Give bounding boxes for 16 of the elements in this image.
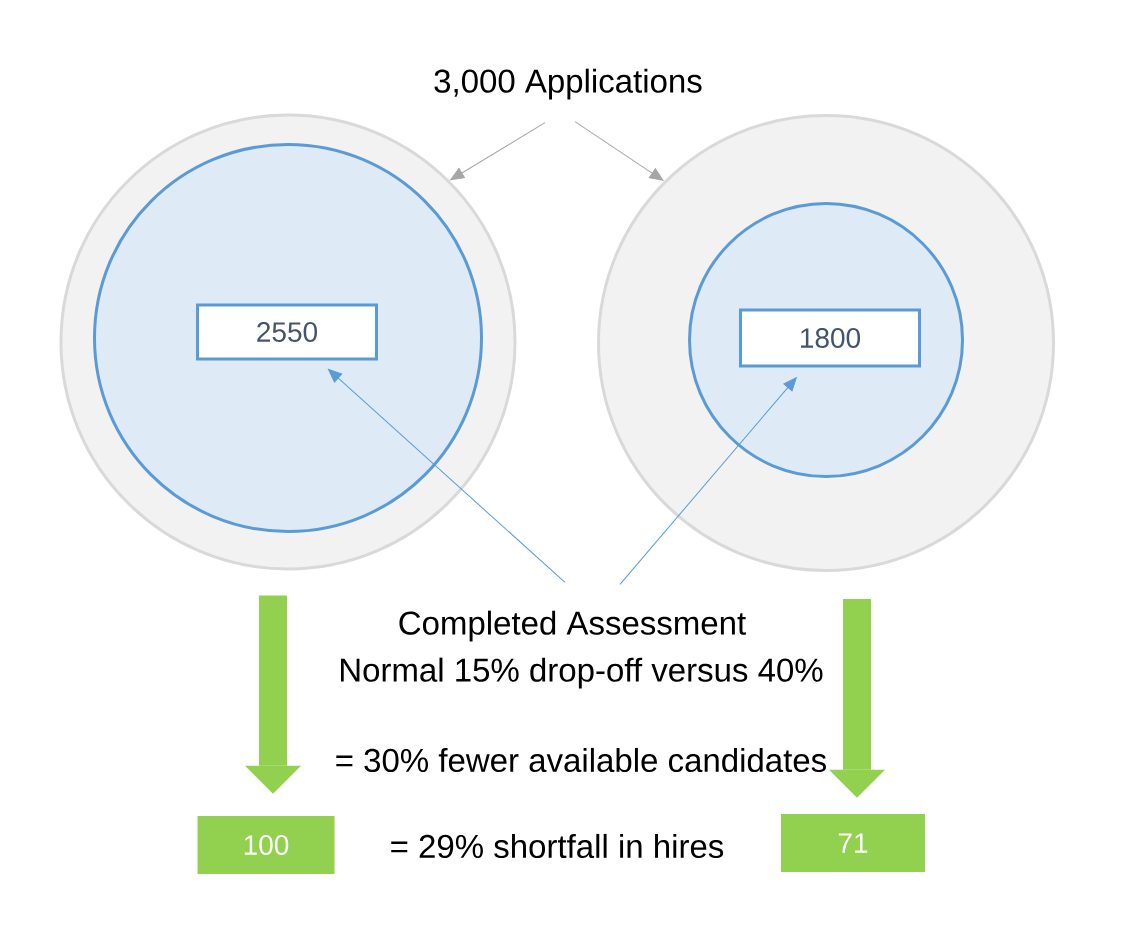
- inner-circle: [93, 143, 483, 533]
- leader-arrow: [328, 368, 566, 583]
- result-box: 100: [197, 816, 335, 874]
- note-text: Normal 15% drop-off versus 40%: [341, 657, 823, 689]
- leader-arrow: [619, 377, 797, 585]
- result-box: 71: [781, 814, 925, 872]
- block-arrow: [245, 595, 301, 794]
- count-box: 2550: [196, 303, 378, 361]
- note-text: = 30% fewer available candidates: [336, 747, 826, 773]
- callout-text: Completed Assessment: [399, 610, 746, 642]
- note-text: = 29% shortfall in hires: [391, 833, 724, 859]
- block-arrow: [829, 599, 885, 798]
- count-box: 1800: [739, 308, 921, 368]
- heading: 3,000 Applications: [434, 68, 702, 100]
- arrow: [574, 121, 664, 181]
- arrow: [450, 122, 546, 181]
